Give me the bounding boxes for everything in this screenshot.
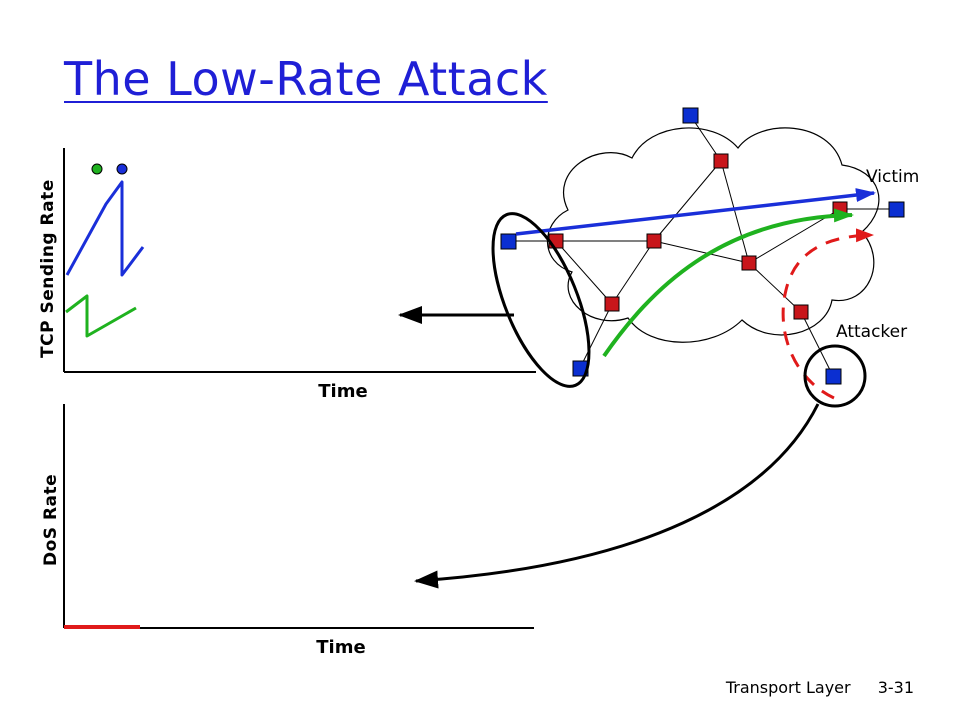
hosts [500, 107, 905, 385]
tcp-flow-green-sawtooth [65, 294, 137, 338]
router-node [793, 304, 809, 320]
router-node [646, 233, 662, 249]
routers [548, 153, 848, 320]
victim-label: Victim [866, 167, 919, 187]
slide-footer: Transport Layer 3-31 [726, 678, 914, 697]
dos-plot-xlabel: Time [316, 637, 365, 658]
victim-host [888, 201, 905, 218]
tcp-plot-ylabel: TCP Sending Rate [38, 179, 58, 358]
network-cloud [546, 127, 880, 343]
attacker-highlight-circle [803, 344, 867, 408]
green-dot-marker [91, 163, 103, 175]
green-tcp-flow-arrow [602, 208, 854, 358]
dos-rate-plot: DoS Rate Time [41, 404, 534, 658]
red-attack-flow-arrow [781, 228, 874, 400]
tcp-plot-xlabel: Time [318, 381, 367, 402]
tcp-rate-plot: TCP Sending Rate Time [38, 148, 536, 402]
blue-dot-marker [116, 163, 128, 175]
senders-highlight-ellipse [491, 212, 591, 388]
router-node [713, 153, 729, 169]
host-node-sender-blue [500, 233, 517, 250]
router-node [604, 296, 620, 312]
host-node [682, 107, 699, 124]
attacker-host [825, 368, 842, 385]
tcp-flow-blue-sawtooth [65, 180, 145, 277]
footer-page-number: 3-31 [877, 678, 914, 697]
router-node [741, 255, 757, 271]
blue-tcp-flow-arrow [515, 188, 876, 236]
dos-plot-ylabel: DoS Rate [41, 474, 61, 566]
slide-title: The Low-Rate Attack [64, 52, 548, 106]
attacker-to-dos-plot-arrow [414, 403, 820, 589]
attacker-label: Attacker [836, 322, 907, 342]
footer-section-label: Transport Layer [725, 678, 851, 697]
